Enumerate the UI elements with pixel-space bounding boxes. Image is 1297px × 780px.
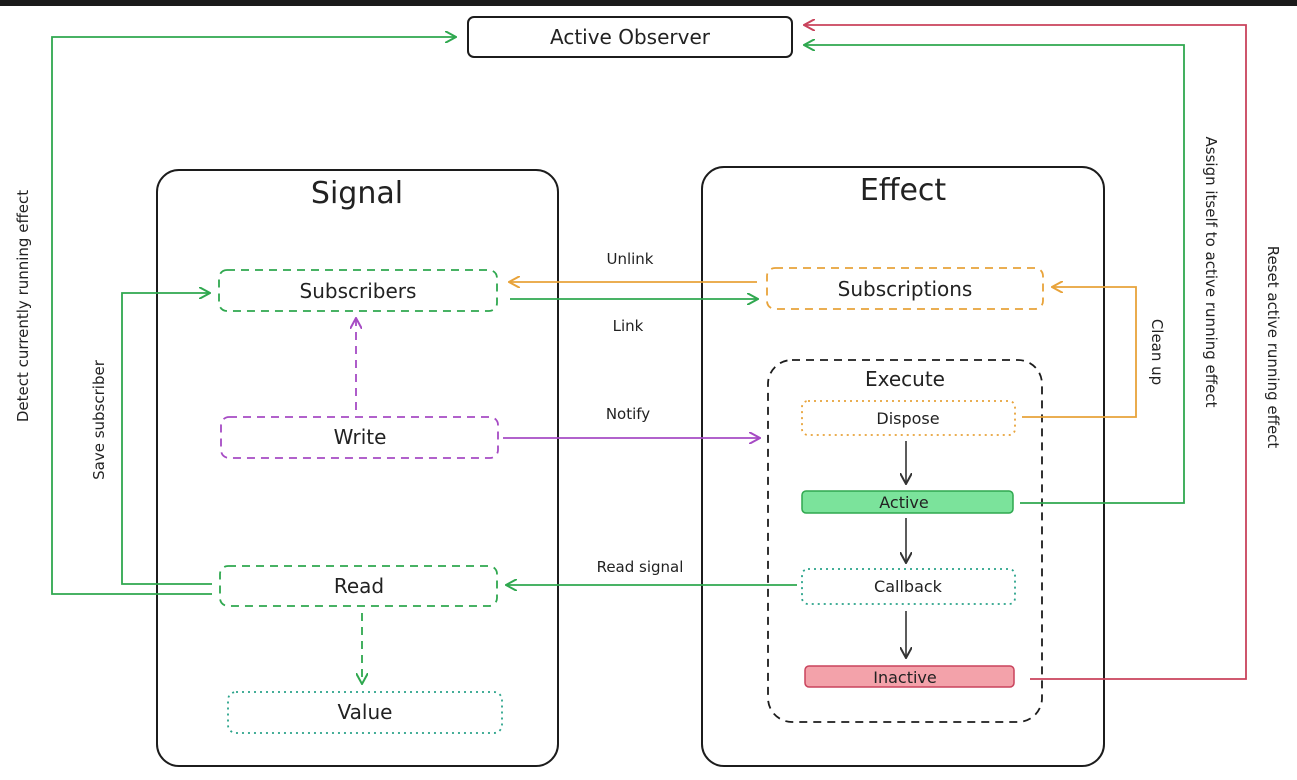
write-node: Write (220, 416, 499, 459)
active-observer-label: Active Observer (550, 25, 711, 49)
signal-title: Signal (311, 176, 403, 211)
reset-active-arrow (804, 25, 1247, 680)
effect-container: Effect (701, 166, 1105, 767)
active-label: Active (879, 493, 929, 512)
detect-effect-label: Detect currently running effect (14, 190, 32, 422)
read-label: Read (334, 574, 384, 598)
read-signal-label: Read signal (597, 558, 684, 576)
active-node: Active (801, 490, 1014, 514)
window-top-edge (0, 0, 1297, 6)
signal-container: Signal (156, 169, 559, 767)
save-subscriber-label: Save subscriber (90, 359, 108, 480)
effect-title: Effect (860, 173, 947, 208)
callback-label: Callback (874, 577, 943, 596)
reset-active-label: Reset active running effect (1264, 246, 1282, 449)
link-label: Link (613, 317, 644, 335)
execute-container: Execute (767, 359, 1043, 723)
save-subscriber-arrow (121, 293, 212, 585)
unlink-label: Unlink (606, 250, 653, 268)
callback-node: Callback (801, 568, 1016, 605)
value-label: Value (338, 700, 393, 724)
clean-up-arrow (1022, 287, 1137, 418)
inactive-node: Inactive (804, 665, 1015, 688)
dispose-label: Dispose (876, 409, 939, 428)
notify-label: Notify (606, 405, 650, 423)
detect-effect-arrow (51, 37, 456, 595)
subscriptions-node: Subscriptions (766, 267, 1044, 310)
assign-itself-label: Assign itself to active running effect (1202, 137, 1220, 408)
active-observer-node: Active Observer (467, 16, 793, 58)
subscribers-label: Subscribers (300, 279, 417, 303)
value-node: Value (227, 691, 503, 734)
dispose-node: Dispose (801, 400, 1016, 436)
assign-itself-arrow (804, 45, 1185, 504)
execute-title: Execute (865, 367, 945, 391)
inactive-label: Inactive (873, 668, 937, 687)
read-node: Read (219, 565, 498, 607)
subscribers-node: Subscribers (218, 269, 498, 312)
subscriptions-label: Subscriptions (838, 277, 973, 301)
write-label: Write (334, 425, 387, 449)
clean-up-label: Clean up (1148, 319, 1166, 385)
